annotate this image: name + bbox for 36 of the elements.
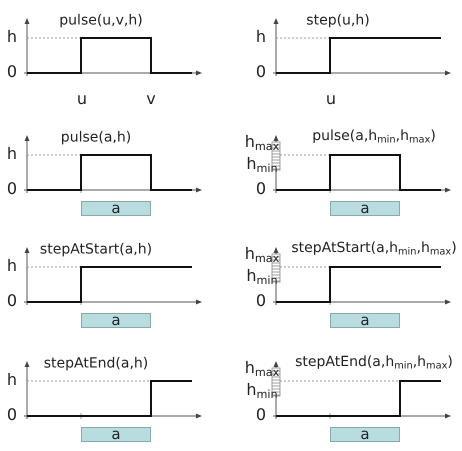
axis-label: 0 xyxy=(6,181,18,198)
interval-bar: a xyxy=(81,201,151,216)
axis-label: h$_{max}$ xyxy=(244,360,280,378)
axis-label: h xyxy=(6,146,18,162)
axis-label: v xyxy=(146,91,156,108)
axis-label: h xyxy=(6,258,18,274)
function-label: pulse(u,v,h) xyxy=(59,13,143,28)
axis-label: 0 xyxy=(256,407,266,424)
interval-bar: a xyxy=(81,313,151,328)
axis-label: h$_{min}$ xyxy=(246,156,278,174)
axis-label: h xyxy=(6,372,18,388)
axis-label: 0 xyxy=(256,181,266,198)
function-label: pulse(a,h$_{min}$,h$_{max}$) xyxy=(312,129,436,146)
axis-label: 0 xyxy=(256,293,266,310)
axis-label: h$_{max}$ xyxy=(244,134,280,152)
axis-label: h$_{max}$ xyxy=(244,246,280,264)
axis-label: h$_{min}$ xyxy=(246,268,278,286)
axis-label: u xyxy=(76,91,88,108)
function-label: stepAtStart(a,h$_{min}$,h$_{max}$) xyxy=(291,241,457,258)
axis-label: 0 xyxy=(256,64,266,80)
function-label: stepAtEnd(a,h$_{min}$,h$_{max}$) xyxy=(295,355,453,372)
interval-bar: a xyxy=(330,427,400,442)
axis-label: u xyxy=(326,91,336,108)
axis-label: h$_{min}$ xyxy=(246,382,278,400)
interval-bar: a xyxy=(330,313,400,328)
function-label: step(u,h) xyxy=(306,13,370,28)
axis-label: 0 xyxy=(6,407,18,424)
axis-label: h xyxy=(6,29,18,46)
function-label: pulse(a,h) xyxy=(60,130,132,144)
function-label: stepAtEnd(a,h) xyxy=(44,356,148,370)
axis-label: 0 xyxy=(6,293,18,310)
axis-label: h xyxy=(256,29,266,46)
axis-label: 0 xyxy=(6,64,18,80)
function-label: stepAtStart(a,h) xyxy=(40,242,152,256)
interval-bar: a xyxy=(81,427,151,442)
interval-bar: a xyxy=(330,201,400,216)
